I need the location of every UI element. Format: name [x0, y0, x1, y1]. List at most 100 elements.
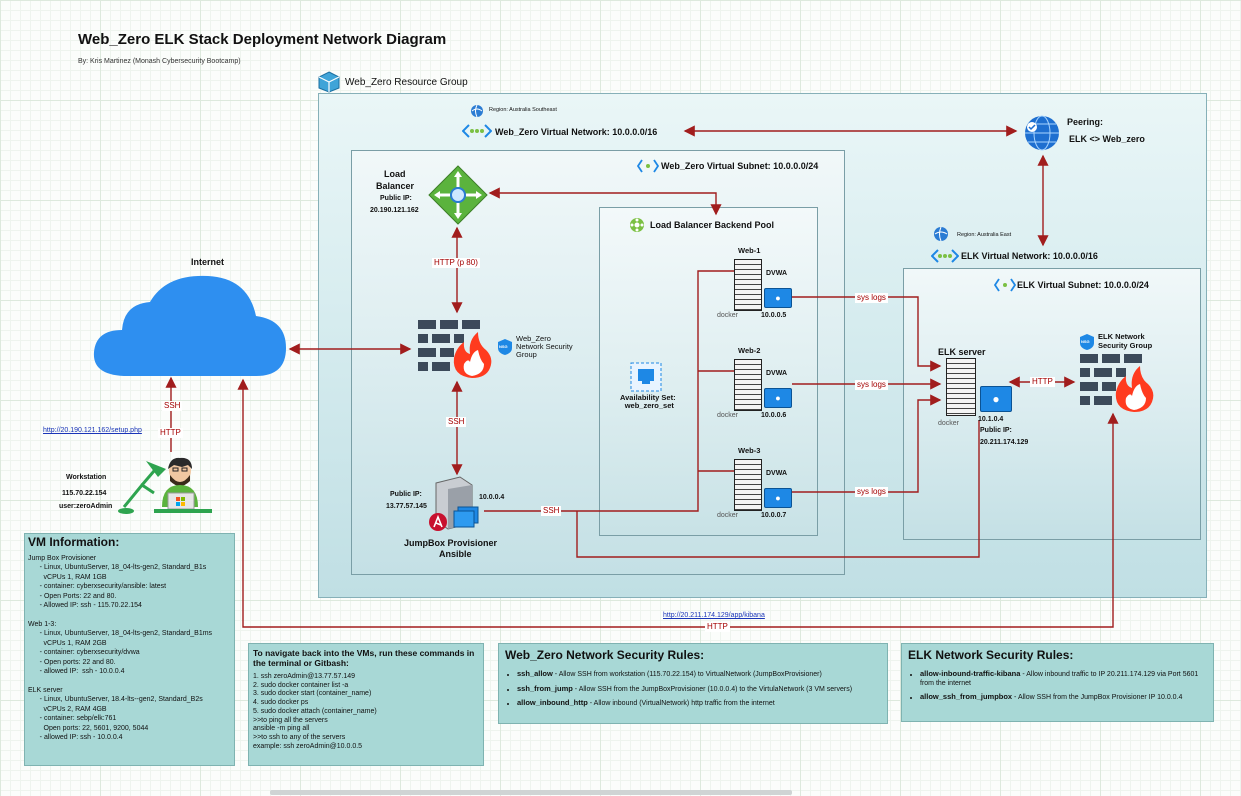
- elk-rules-list: allow-inbound-traffic-kibana - Allow inb…: [908, 669, 1207, 703]
- lb-name-line1: Load: [384, 169, 406, 179]
- horizontal-scrollbar[interactable]: [270, 790, 792, 795]
- commands-line: 3. sudo docker start (container_name): [253, 690, 372, 698]
- vm_info-line: Jump Box Provisioner: [28, 554, 97, 562]
- elk-server-icon: [946, 358, 976, 416]
- jumpbox-public-ip: 13.77.57.145: [386, 503, 427, 510]
- region-globe-icon: [471, 104, 483, 118]
- elk-globe-icon: ●: [980, 386, 1012, 412]
- lb-name-line2: Balancer: [376, 181, 415, 191]
- elk-server-name: ELK server: [938, 347, 986, 357]
- workstation-name: Workstation: [66, 474, 107, 481]
- web-rules-panel: Web_Zero Network Security Rules: ssh_all…: [498, 643, 888, 724]
- vm_info-line: - allowed IP: ssh - 10.0.0.4: [28, 734, 123, 741]
- web-server-icon: [734, 459, 762, 511]
- rule-desc: - Allow SSH from the JumpBox Provisioner…: [1012, 694, 1183, 701]
- vm_info-line: - Linux, UbuntuServer, 18.4-lts--gen2, S…: [28, 696, 203, 703]
- jumpbox-name-2: Ansible: [439, 549, 472, 559]
- internet-cloud-icon: [93, 275, 286, 376]
- elk-nsg-shield-icon: [1080, 334, 1094, 350]
- vnet-elk-icon: [931, 249, 959, 263]
- vm-info-title: VM Information:: [28, 535, 120, 549]
- web-server-ip: 10.0.0.5: [761, 312, 787, 319]
- edge-jumpbox-webs: [484, 270, 734, 512]
- load-balancer-icon: [428, 165, 488, 225]
- vm-info-lines: Jump Box Provisioner - Linux, UbuntuServ…: [28, 554, 231, 743]
- lb-ip: 20.190.121.162: [370, 207, 419, 214]
- edge-jumpbox-elk: [576, 420, 980, 558]
- commands-panel: To navigate back into the VMs, run these…: [248, 643, 484, 766]
- jumpbox-ip-label: Public IP:: [390, 491, 422, 498]
- web-server-ip: 10.0.0.7: [761, 512, 787, 519]
- rule-name: allow_inbound_http: [517, 698, 588, 707]
- web-server-icon: [734, 259, 762, 311]
- rule-name: ssh_allow: [517, 669, 553, 678]
- setup-link[interactable]: http://20.190.121.162/setup.php: [43, 427, 142, 434]
- kibana-link[interactable]: http://20.211.174.129/app/kibana: [663, 612, 765, 619]
- edge-label-http-elk: HTTP: [1030, 377, 1055, 387]
- web-rules-list: ssh_allow - Allow SSH from workstation (…: [505, 669, 881, 709]
- elk-nsg-label: ELK Network Security Group: [1098, 332, 1152, 350]
- web-rules-title: Web_Zero Network Security Rules:: [505, 648, 705, 662]
- commands-line: 4. sudo docker ps: [253, 699, 309, 707]
- nsg-badge-elk: NSG: [1081, 339, 1090, 344]
- vm_info-line: - Allowed IP: ssh - 115.70.22.154: [28, 602, 142, 609]
- elk-nsg-label-2: Security Group: [1098, 341, 1153, 350]
- elk-rules-title: ELK Network Security Rules:: [908, 648, 1074, 662]
- edge-label-http-kibana: HTTP: [705, 622, 730, 632]
- elk-nsg-firewall-icon: [1080, 354, 1154, 412]
- resource-group-icon: [318, 71, 340, 93]
- edge-label-syslogs-2: sys logs: [855, 380, 888, 390]
- commands-line: >>to ping all the servers: [253, 716, 328, 724]
- internet-label: Internet: [191, 257, 225, 267]
- elk-nsg-label-1: ELK Network: [1098, 332, 1145, 341]
- subnet-elk-icon: [994, 278, 1016, 292]
- web-nsg-label-1: Web_Zero: [516, 334, 551, 343]
- peering-title: Peering:: [1067, 117, 1104, 127]
- nsg-shield-icon: [498, 339, 512, 355]
- edge-lb-pool: [488, 187, 722, 216]
- workstation-ip: 115.70.22.154: [62, 490, 107, 497]
- commands-line: ansible -m ping all: [253, 725, 310, 733]
- backend-pool-label: Load Balancer Backend Pool: [650, 220, 775, 230]
- resource-group-label: Web_Zero Resource Group: [345, 77, 468, 88]
- vm_info-line: - Open ports: 22 and 80.: [28, 658, 116, 666]
- elk-server-ip: 10.1.0.4: [978, 416, 1004, 423]
- jumpbox-name: JumpBox Provisioner: [404, 538, 498, 548]
- edge-label-syslogs-1: sys logs: [855, 293, 888, 303]
- rule-desc: - Allow SSH from the JumpBoxProvisioner …: [572, 685, 853, 693]
- vm_info-line: - Open Ports: 22 and 80.: [28, 592, 117, 600]
- rule-name: ssh_from_jump: [517, 683, 573, 693]
- web-docker-label: docker: [717, 412, 739, 419]
- availability-set-icon: [630, 362, 662, 392]
- lb-ip-label: Public IP:: [380, 195, 412, 202]
- commands-line: 1. ssh zeroAdmin@13.77.57.149: [253, 673, 356, 680]
- web-nsg-label-3: Group: [516, 350, 537, 359]
- edge-syslogs-3: [792, 394, 942, 493]
- edge-label-http-p80: HTTP (p 80): [432, 258, 480, 268]
- web-server-name: Web-3: [738, 446, 761, 455]
- rule-name: allow-inbound-traffic-kibana: [920, 669, 1021, 678]
- web-app-label: DVWA: [766, 470, 787, 477]
- commands-line: >>to ssh to any of the servers: [253, 733, 346, 741]
- backend-pool-icon: [630, 218, 644, 232]
- vm_info-line: - container: cyberxsecurity/ansible: lat…: [28, 583, 167, 590]
- vm_info-line: Web 1-3:: [28, 620, 57, 628]
- vm_info-line: - Linux, UbuntuServer, 18_04-lts-gen2, S…: [28, 630, 213, 637]
- vnet-elk-label: ELK Virtual Network: 10.0.0.0/16: [961, 251, 1098, 261]
- vm_info-line: ELK server: [28, 686, 63, 694]
- vnet-web-icon: [462, 124, 492, 138]
- commands-line: 5. sudo docker attach (container_name): [253, 707, 377, 715]
- edge-label-ssh-ws: SSH: [162, 401, 183, 411]
- elk-docker-label: docker: [938, 420, 960, 427]
- web-server-name: Web-2: [738, 346, 761, 355]
- web-server-ip: 10.0.0.6: [761, 412, 787, 419]
- peering-globe-icon: [1025, 115, 1059, 151]
- vm_info-line: [28, 677, 231, 686]
- commands-line: 2. sudo docker container list -a: [253, 681, 349, 689]
- vm_info-line: - allowed IP: ssh - 10.0.0.4: [28, 668, 125, 675]
- rule-item: allow-inbound-traffic-kibana - Allow inb…: [920, 669, 1207, 688]
- vm_info-line: vCPUs 2, RAM 4GB: [28, 705, 107, 713]
- web-docker-label: docker: [717, 312, 739, 319]
- web-globe-icon: ●: [764, 388, 792, 408]
